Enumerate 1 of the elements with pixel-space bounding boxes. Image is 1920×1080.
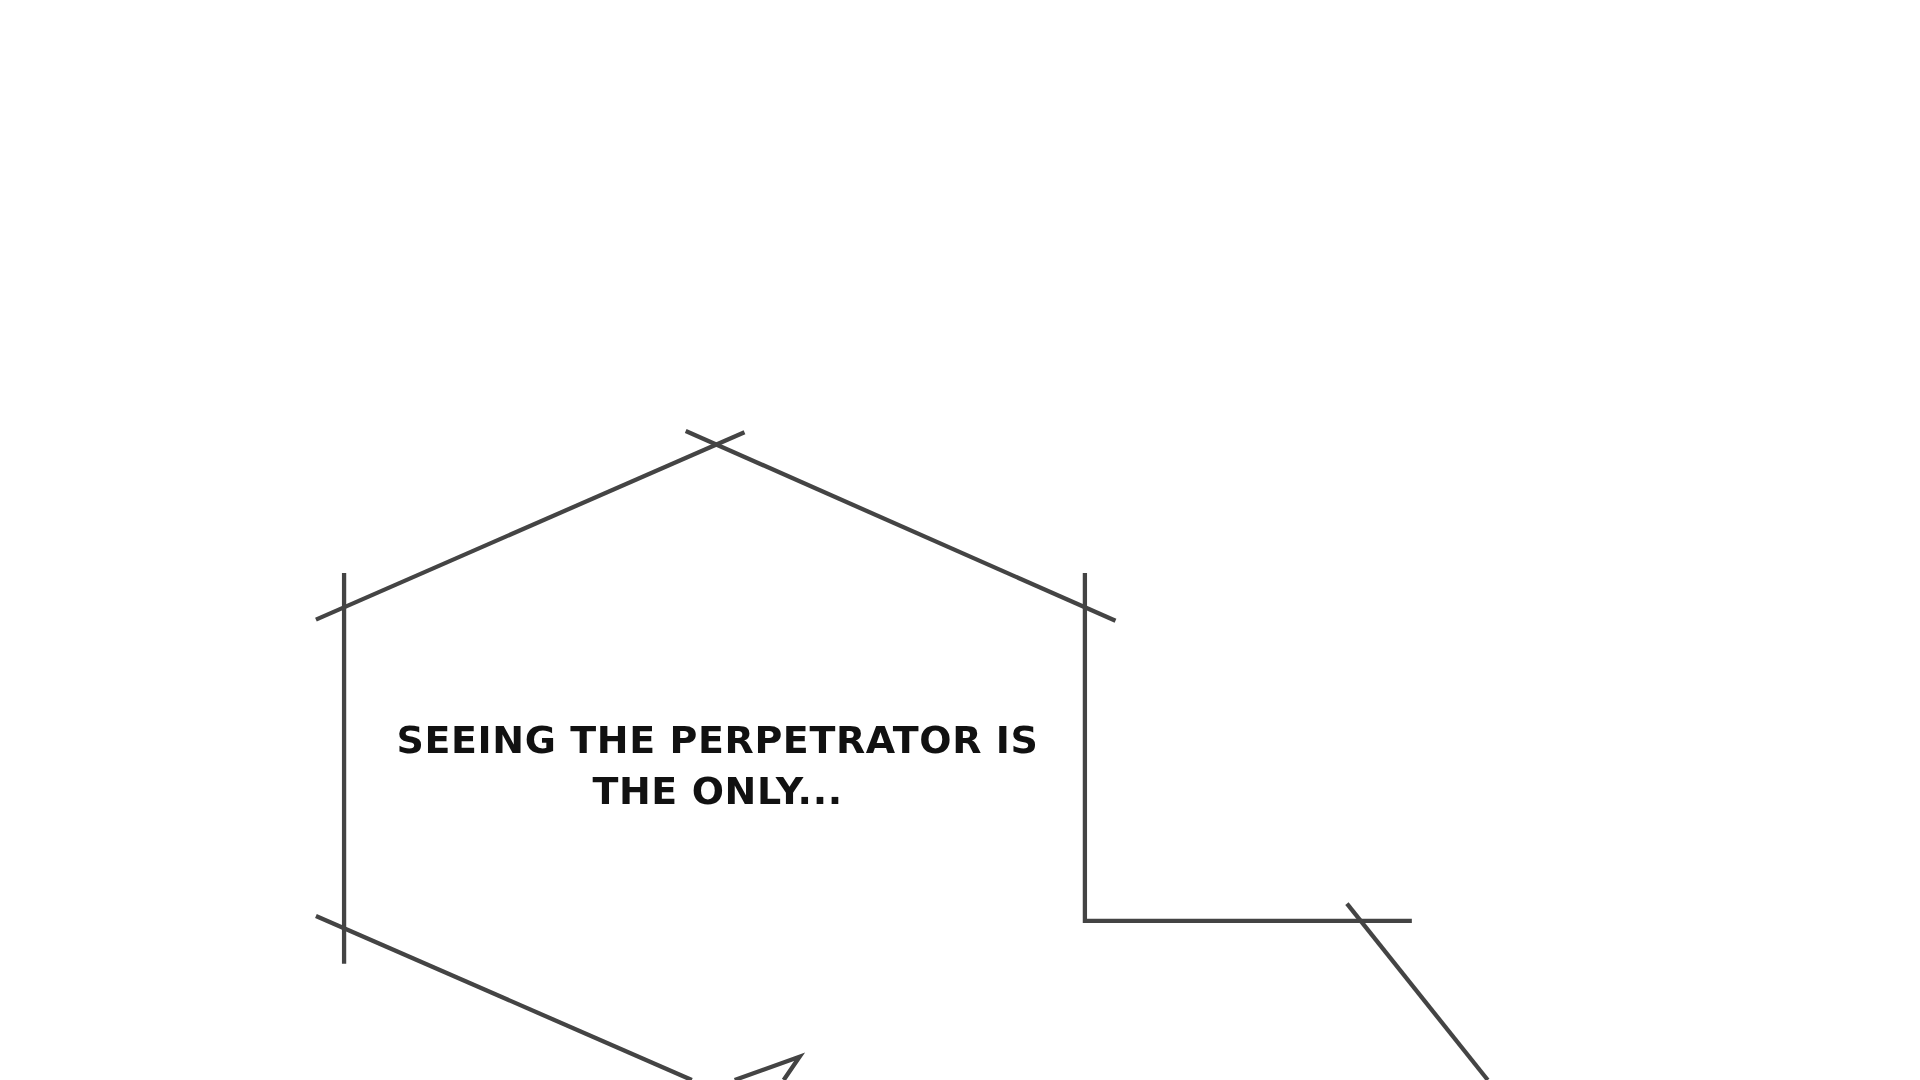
speech-text: SEEING THE PERPETRATOR IS THE ONLY... (395, 716, 1040, 816)
